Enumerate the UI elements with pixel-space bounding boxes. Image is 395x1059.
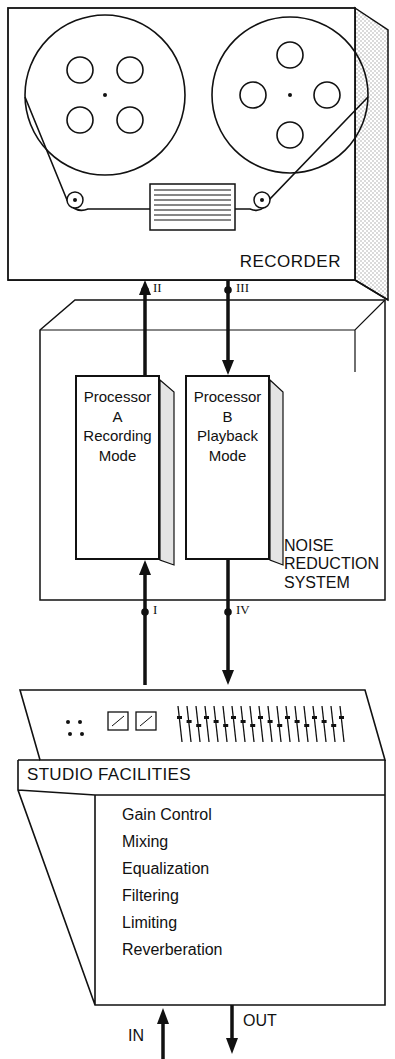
signal-point-number: IV (234, 603, 252, 617)
tape-head (150, 184, 235, 230)
node-title: RECORDER (240, 252, 341, 272)
signal-arrow (222, 280, 234, 375)
function-item: Gain Control (122, 801, 384, 828)
function-item: Equalization (122, 855, 384, 882)
function-item: Reverberation (122, 936, 384, 963)
signal-point-number: I (151, 603, 159, 617)
signal-arrow (139, 560, 151, 685)
recorder-housing: RECORDER (8, 5, 355, 280)
console-body (18, 760, 385, 1005)
output-arrow (230, 1005, 234, 1040)
signal-point-number: II (151, 281, 164, 295)
signal-arrow (139, 280, 151, 375)
recorder-front (8, 8, 355, 280)
console-top (20, 690, 385, 760)
output-arrow (226, 1038, 238, 1054)
signal-label: IN (126, 1027, 146, 1045)
processor-module: Processor A Recording Mode (75, 375, 160, 560)
meter (136, 712, 156, 730)
function-item: Filtering (122, 882, 384, 909)
noise-reduction-system: NOISE REDUCTION SYSTEM Processor A Record… (40, 300, 385, 600)
recorder-side (355, 8, 388, 300)
node-title: Processor B Playback Mode (191, 387, 264, 465)
system-housing (40, 300, 385, 600)
processor-side (270, 380, 283, 565)
processor-side (160, 380, 174, 565)
function-item: Mixing (122, 828, 384, 855)
node-title: NOISE REDUCTION SYSTEM (284, 537, 381, 592)
signal-arrow (222, 560, 234, 685)
studio-console: STUDIO FACILITIES Gain ControlMixingEqual… (15, 685, 388, 1010)
input-arrow (157, 1008, 169, 1024)
input-arrow (161, 1022, 165, 1059)
signal-point-number: III (234, 281, 251, 295)
signal-label: OUT (241, 1012, 279, 1030)
processor-module: Processor B Playback Mode (185, 375, 270, 560)
meter (108, 712, 128, 730)
node-title: Processor A Recording Mode (81, 387, 154, 465)
function-item: Limiting (122, 909, 384, 936)
node-title: STUDIO FACILITIES (27, 765, 384, 785)
